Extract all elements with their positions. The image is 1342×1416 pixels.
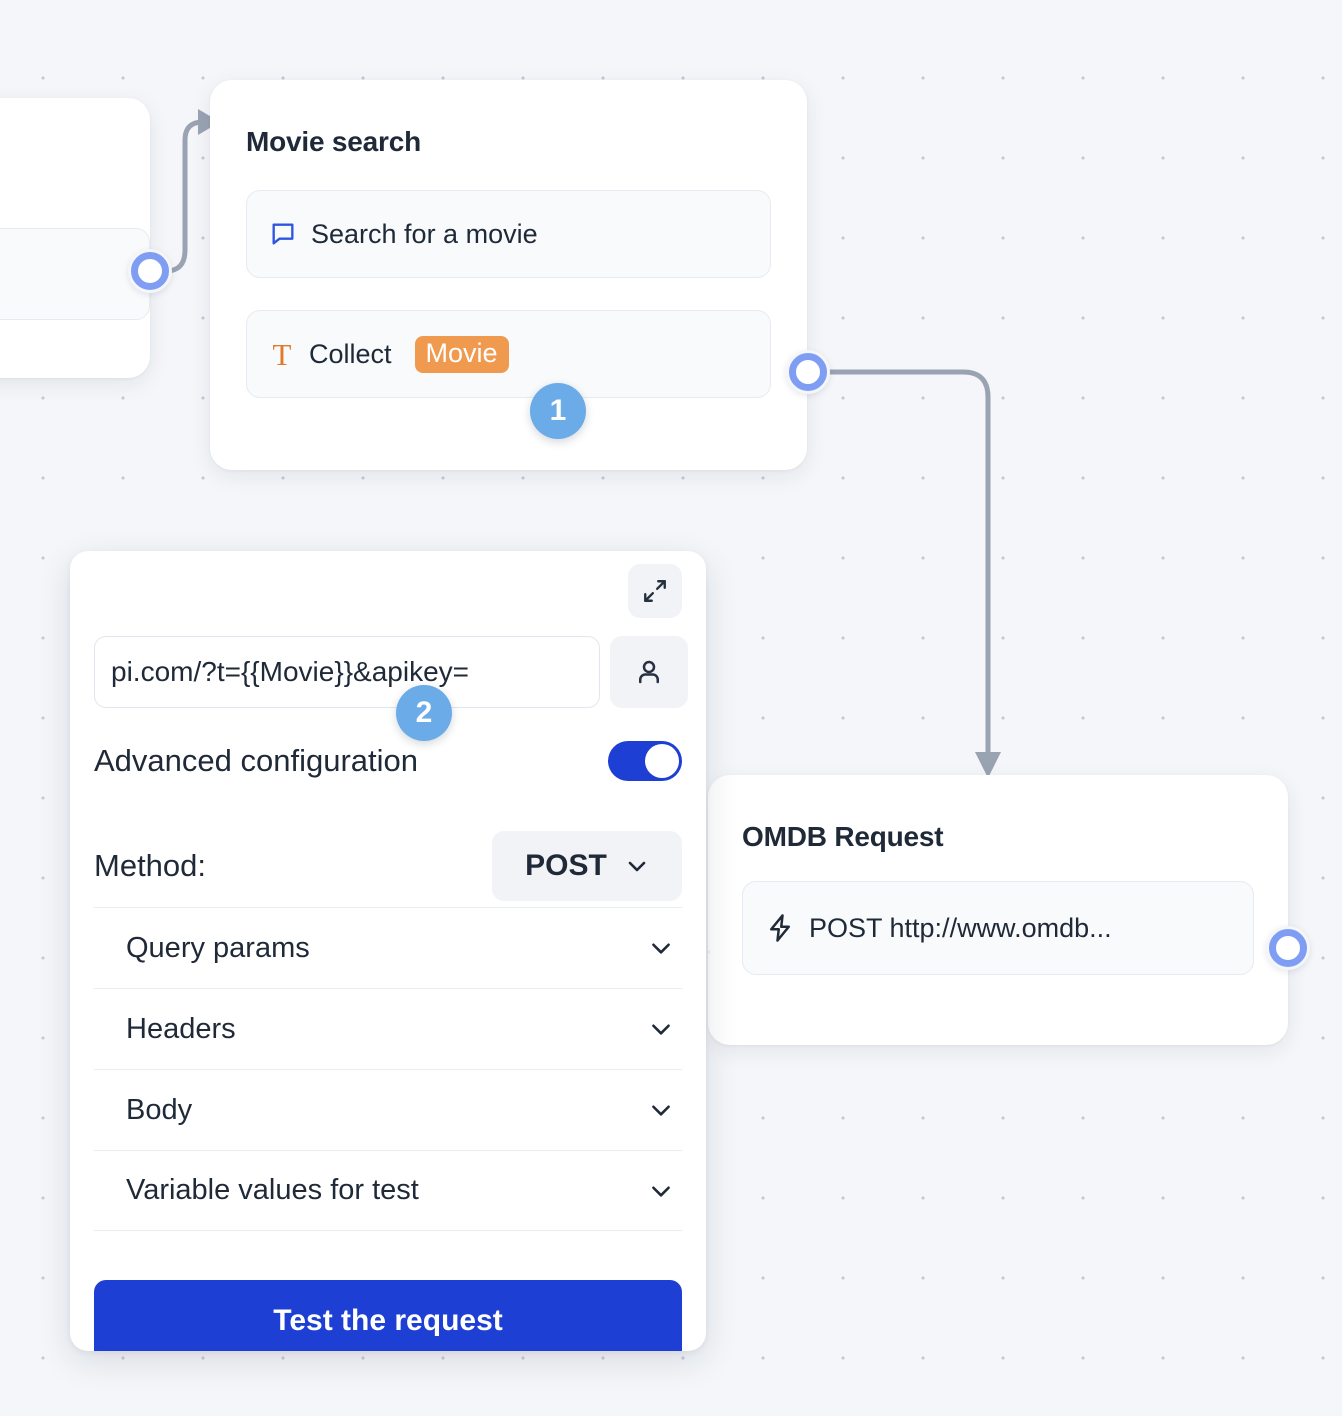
movie-search-step-collect[interactable]: T Collect Movie	[246, 310, 771, 398]
test-the-request-button[interactable]: Test the request	[94, 1280, 682, 1351]
url-row	[94, 636, 688, 708]
accordion-section-headers[interactable]: Headers	[94, 988, 682, 1069]
chevron-down-icon	[648, 1016, 674, 1042]
movie-search-step-search[interactable]: Search for a movie	[246, 190, 771, 278]
accordion-section-query-params[interactable]: Query params	[94, 907, 682, 988]
movie-search-step-search-label: Search for a movie	[311, 218, 538, 249]
annotation-marker-2: 2	[396, 685, 452, 741]
annotation-marker-1: 1	[530, 383, 586, 439]
chevron-down-icon	[648, 1097, 674, 1123]
request-config-panel[interactable]: Advanced configuration Method: POST Quer…	[70, 551, 706, 1351]
person-icon[interactable]	[610, 636, 688, 708]
omdb-request-title: OMDB Request	[742, 821, 944, 852]
chevron-down-icon	[648, 1178, 674, 1204]
variable-chip-movie[interactable]: Movie	[414, 335, 509, 373]
method-row: Method: POST	[94, 831, 682, 901]
omdb-request-step-post-label: POST http://www.omdb...	[809, 912, 1112, 943]
movie-search-title: Movie search	[246, 126, 422, 157]
port-omdb-request-output[interactable]	[1266, 926, 1310, 970]
advanced-configuration-label: Advanced configuration	[94, 743, 419, 778]
accordion-label-query-params: Query params	[126, 931, 310, 964]
chevron-down-icon	[625, 854, 649, 878]
advanced-configuration-toggle[interactable]	[608, 741, 682, 781]
partial-node-card[interactable]	[0, 98, 150, 378]
port-left-card-output[interactable]	[128, 249, 172, 293]
node-card-movie-search[interactable]: Movie search Search for a movie T Collec…	[210, 80, 807, 470]
omdb-request-step-post[interactable]: POST http://www.omdb...	[742, 881, 1254, 975]
lightning-bolt-icon	[765, 913, 795, 943]
accordion-section-variable-values[interactable]: Variable values for test	[94, 1150, 682, 1231]
node-card-omdb-request[interactable]: OMDB Request POST http://www.omdb...	[697, 775, 1288, 1045]
port-movie-search-output[interactable]	[786, 350, 830, 394]
advanced-configuration-row: Advanced configuration	[94, 741, 682, 781]
movie-search-step-collect-label: Collect	[309, 338, 392, 369]
request-url-input[interactable]	[94, 636, 600, 708]
accordion-label-variable-values: Variable values for test	[126, 1174, 419, 1206]
expand-diagonal-icon[interactable]	[628, 564, 682, 618]
method-dropdown[interactable]: POST	[492, 831, 682, 901]
accordion-label-headers: Headers	[126, 1012, 236, 1045]
chevron-down-icon	[648, 935, 674, 961]
text-field-icon: T	[272, 336, 292, 372]
chat-bubble-icon	[269, 220, 297, 248]
accordion-section-body[interactable]: Body	[94, 1069, 682, 1150]
config-accordion: Query params Headers Body Variable value…	[94, 907, 682, 1231]
method-label: Method:	[94, 848, 207, 883]
method-dropdown-value: POST	[525, 849, 607, 882]
accordion-label-body: Body	[126, 1093, 193, 1126]
